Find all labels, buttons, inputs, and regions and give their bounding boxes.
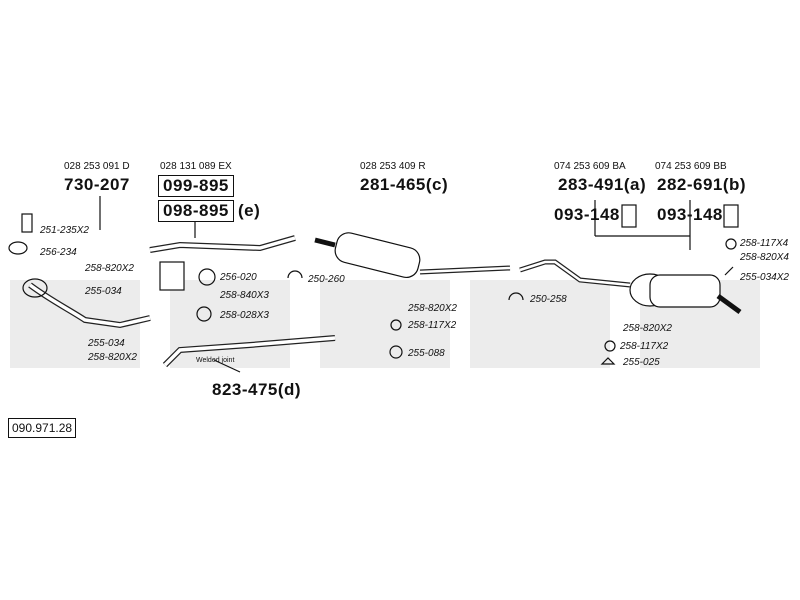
fitting-label: 256-234 <box>40 247 77 258</box>
fitting-label: 255-025 <box>623 357 660 368</box>
fitting-label: 258-820X2 <box>408 303 457 314</box>
part-mount-b: 093-148 <box>657 205 723 224</box>
part-cat-1: 099-895 <box>158 175 234 197</box>
watermark-s <box>320 280 450 368</box>
fitting-label: 250-260 <box>308 274 345 285</box>
part-rear-b: 282-691(b) <box>657 175 747 194</box>
fitting-label: 258-117X2 <box>408 320 457 331</box>
fitting-label: 258-820X2 <box>623 323 672 334</box>
fitting-label: 251-235X2 <box>40 225 89 236</box>
part-cat-2-suffix: (e) <box>238 201 261 220</box>
watermark-o <box>170 280 290 368</box>
fitting-label: 258-117X4 <box>740 238 789 249</box>
fitting-label: 255-034 <box>85 286 122 297</box>
part-middle: 281-465(c) <box>360 175 449 194</box>
part-cat-2: 098-895 <box>158 200 234 222</box>
fitting-label: 255-088 <box>408 348 445 359</box>
oem-rear-a: 074 253 609 BA <box>554 161 626 172</box>
catalog-reference: 090.971.28 <box>8 418 77 438</box>
fitting-label: 258-820X2 <box>85 263 134 274</box>
fitting-label: 255-034 <box>88 338 125 349</box>
part-front-pipe: 730-207 <box>64 175 130 194</box>
fitting-label: 256-020 <box>220 272 257 283</box>
oem-middle: 028 253 409 R <box>360 161 426 172</box>
fitting-label: 258-117X2 <box>620 341 669 352</box>
oem-front-pipe: 028 253 091 D <box>64 161 130 172</box>
fitting-label: 250-258 <box>530 294 567 305</box>
welded-joint-note: Welded joint <box>196 357 235 364</box>
part-mount-a: 093-148 <box>554 205 620 224</box>
fitting-label: 258-028X3 <box>220 310 269 321</box>
watermark-a <box>470 280 610 368</box>
fitting-label: 255-034X2 <box>740 272 789 283</box>
oem-cat: 028 131 089 EX <box>160 161 232 172</box>
oem-rear-b: 074 253 609 BB <box>655 161 727 172</box>
fitting-label: 258-820X4 <box>740 252 789 263</box>
part-rear-a: 283-491(a) <box>558 175 647 194</box>
fitting-label: 258-820X2 <box>88 352 137 363</box>
fitting-label: 258-840X3 <box>220 290 269 301</box>
part-pipe-d: 823-475(d) <box>212 380 302 399</box>
